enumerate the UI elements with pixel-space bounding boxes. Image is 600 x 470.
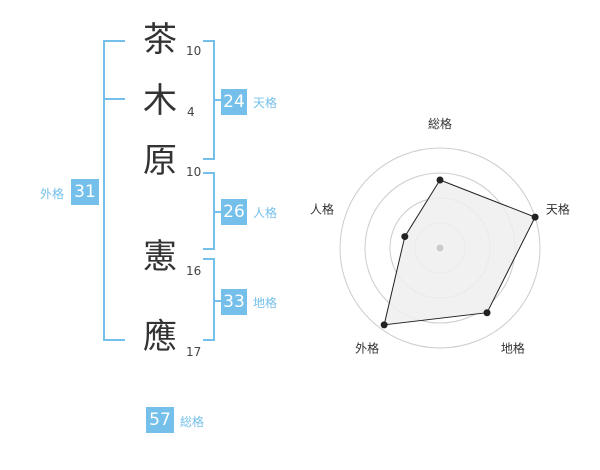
name-char-2: 木 <box>143 81 177 121</box>
stroke-count-2: 4 <box>187 105 195 119</box>
chikaku-label: 地格 <box>253 296 278 310</box>
stroke-count-1: 10 <box>186 44 202 58</box>
radar-polygon <box>383 179 536 326</box>
radar-point <box>380 321 388 329</box>
gaikaku-bracket <box>103 40 125 341</box>
radar-axis-label: 人格 <box>310 202 334 217</box>
jinkaku-value: 26 <box>221 199 247 225</box>
radar-point <box>531 213 539 221</box>
radar-center <box>436 244 444 252</box>
name-char-5: 應 <box>143 317 177 357</box>
gaikaku-value: 31 <box>71 179 99 205</box>
name-char-1: 茶 <box>143 20 177 60</box>
name-char-3: 原 <box>143 141 177 181</box>
gaikaku-label: 外格 <box>40 187 65 201</box>
radar-point <box>436 176 444 184</box>
radar-axis-label: 外格 <box>355 340 379 355</box>
radar-axis-label: 総格 <box>428 116 452 131</box>
radar-ring <box>339 147 541 349</box>
jinkaku-label: 人格 <box>253 206 278 220</box>
stroke-count-4: 16 <box>186 264 202 278</box>
chikaku-value: 33 <box>221 289 247 315</box>
soukaku-label: 総格 <box>180 415 205 429</box>
radar-point <box>483 309 491 317</box>
tenkaku-bracket-tick <box>213 99 221 101</box>
stroke-count-3: 10 <box>186 165 202 179</box>
soukaku-value: 57 <box>146 407 174 433</box>
radar-point <box>401 233 409 241</box>
stroke-count-5: 17 <box>186 345 202 359</box>
tenkaku-value: 24 <box>221 89 247 115</box>
name-char-4: 憲 <box>143 237 177 277</box>
radar-axis-label: 地格 <box>501 340 525 355</box>
chikaku-bracket-tick <box>213 300 221 302</box>
chikaku-bracket <box>203 258 215 341</box>
gaikaku-bracket-tick <box>103 98 125 100</box>
jinkaku-bracket-tick <box>213 211 221 213</box>
radar-axis-label: 天格 <box>546 202 570 217</box>
tenkaku-label: 天格 <box>253 96 278 110</box>
